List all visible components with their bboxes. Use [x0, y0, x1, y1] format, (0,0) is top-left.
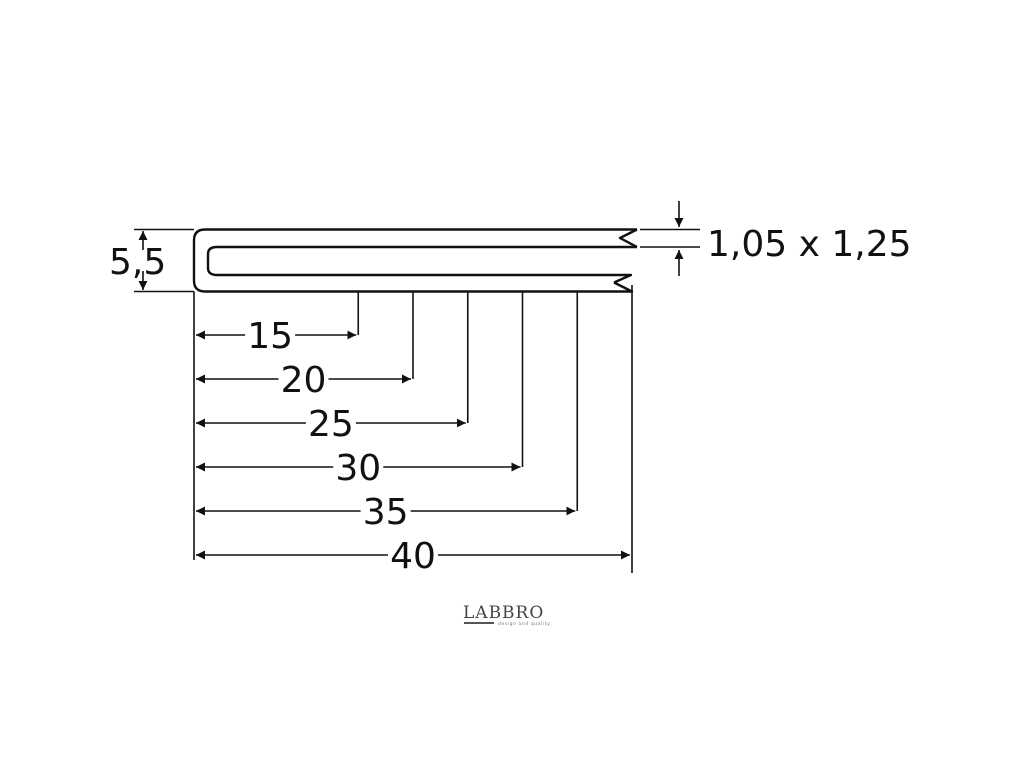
staple-profile — [192, 228, 638, 293]
wire-label: 1,05 x 1,25 — [707, 224, 912, 265]
height-dimension — [134, 228, 194, 293]
labbro-logo: LABBRO design and quality — [463, 603, 550, 627]
height-label: 5,5 — [109, 242, 166, 283]
length-label-15: 15 — [247, 316, 293, 357]
wire-dimension — [640, 201, 700, 276]
length-label-20: 20 — [281, 360, 327, 401]
length-label-35: 35 — [363, 492, 409, 533]
staple-inner-outline — [206, 245, 637, 284]
logo-brand: LABBRO — [463, 603, 544, 623]
logo-tagline: design and quality — [498, 621, 550, 627]
length-label-40: 40 — [390, 536, 436, 577]
staple-top-tip — [618, 228, 638, 249]
staple-outer-outline — [192, 228, 637, 293]
length-label-25: 25 — [308, 404, 354, 445]
logo-underline-bar — [464, 622, 494, 624]
length-label-30: 30 — [335, 448, 381, 489]
